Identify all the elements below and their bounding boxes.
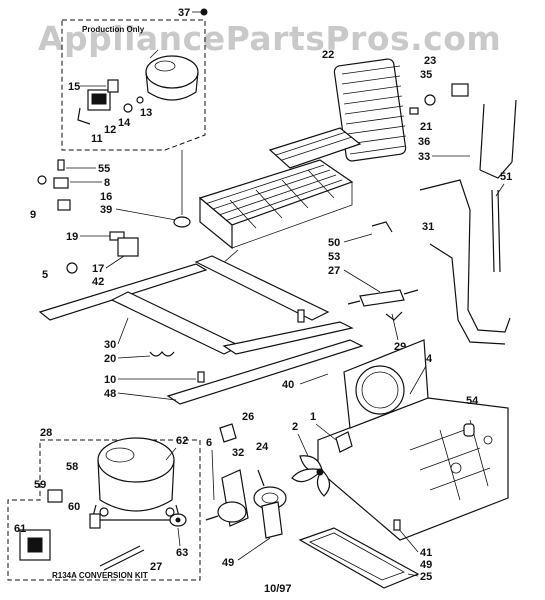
label-10: 10	[104, 374, 116, 386]
label-24: 24	[256, 441, 269, 453]
label-1: 1	[310, 411, 316, 423]
label-28: 28	[40, 427, 52, 439]
label-8: 8	[104, 177, 110, 189]
label-50: 50	[328, 237, 340, 249]
conversion-kit-box	[7, 439, 201, 581]
label-22: 22	[322, 49, 334, 61]
label-16: 16	[100, 191, 112, 203]
drain-tray-25	[298, 527, 420, 589]
evaporator-3	[198, 127, 362, 250]
label-40: 40	[282, 379, 294, 391]
label-21: 21	[420, 121, 432, 133]
label-42: 42	[92, 276, 104, 288]
label-49b: 49	[420, 559, 432, 571]
label-59: 59	[34, 479, 46, 491]
label-55: 55	[98, 163, 110, 175]
compressor-production	[145, 55, 199, 89]
label-41: 41	[420, 547, 432, 559]
drier-part-27	[347, 289, 419, 307]
label-58: 58	[66, 461, 78, 473]
label-31: 31	[422, 221, 434, 233]
label-23: 23	[424, 55, 436, 67]
label-5: 5	[42, 269, 48, 281]
label-35: 35	[420, 69, 432, 81]
watermark: AppliancePartsPros.com	[38, 19, 501, 58]
label-32: 32	[232, 447, 244, 459]
production-only-note: Production Only	[82, 25, 145, 34]
label-54: 54	[466, 395, 479, 407]
label-27a: 27	[328, 265, 340, 277]
compressor-production-body	[145, 71, 199, 101]
label-15: 15	[68, 81, 80, 93]
label-61: 61	[14, 523, 26, 535]
label-4: 4	[426, 353, 433, 365]
label-51: 51	[500, 171, 512, 183]
label-37: 37	[178, 7, 190, 19]
label-25: 25	[420, 571, 432, 583]
label-48: 48	[104, 388, 116, 400]
fan-motor-assemblies	[205, 431, 353, 539]
label-27b: 27	[150, 561, 162, 573]
label-62: 62	[176, 435, 188, 447]
label-14: 14	[118, 117, 131, 129]
label-33: 33	[418, 151, 430, 163]
conversion-kit-group: R134A CONVERSION KIT	[7, 437, 201, 581]
label-60: 60	[68, 501, 80, 513]
conversion-kit-note: R134A CONVERSION KIT	[52, 571, 148, 580]
frame-rails	[38, 255, 364, 405]
label-12: 12	[104, 124, 116, 136]
condenser-22	[333, 58, 407, 162]
production-only-group: Production Only	[61, 19, 206, 151]
label-11: 11	[91, 133, 103, 145]
label-53: 53	[328, 251, 340, 263]
label-20: 20	[104, 353, 116, 365]
production-only-box	[61, 19, 206, 151]
label-6: 6	[206, 437, 212, 449]
label-19: 19	[66, 231, 78, 243]
label-30: 30	[104, 339, 116, 351]
label-26: 26	[242, 411, 254, 423]
label-63: 63	[176, 547, 188, 559]
label-36: 36	[418, 136, 430, 148]
label-13: 13	[140, 107, 152, 119]
label-17: 17	[92, 263, 104, 275]
label-2: 2	[292, 421, 298, 433]
label-9: 9	[30, 209, 36, 221]
label-49a: 49	[222, 557, 234, 569]
diagram-date: 10/97	[264, 583, 292, 595]
label-39: 39	[100, 204, 112, 216]
